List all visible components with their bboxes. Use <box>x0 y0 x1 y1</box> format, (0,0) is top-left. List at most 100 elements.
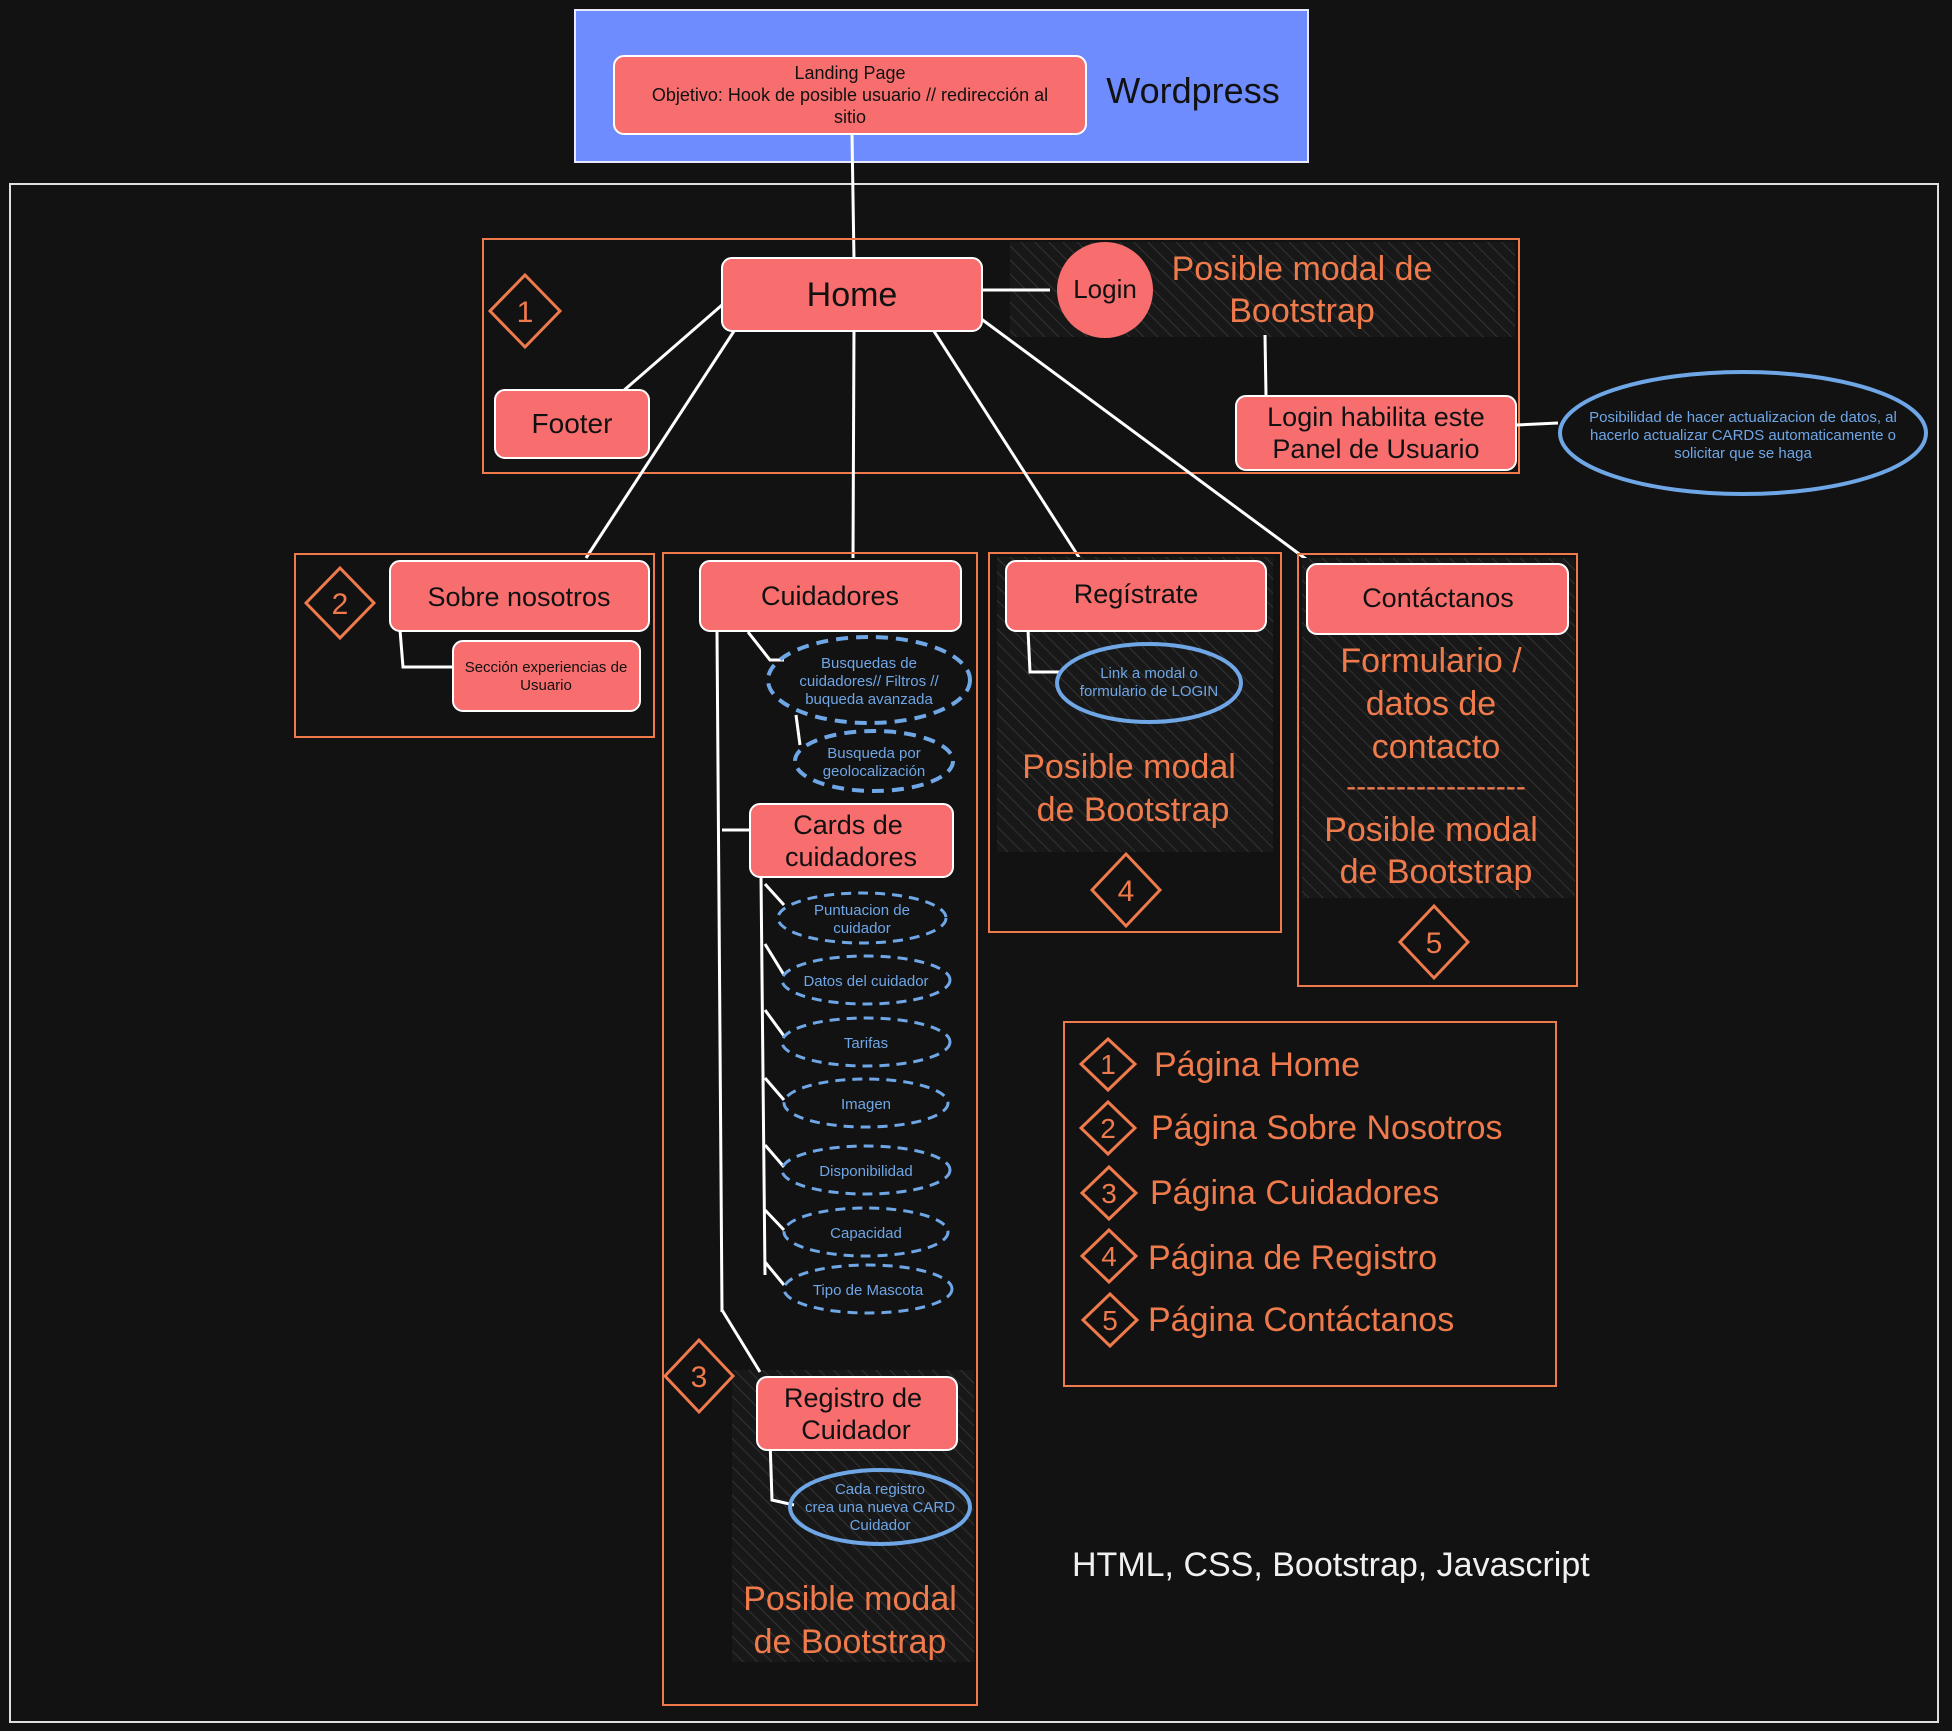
sobre-nosotros-node[interactable] <box>389 560 650 632</box>
legend-label: Página Contáctanos <box>1148 1301 1454 1339</box>
contact-divider: ------------------ <box>1346 770 1526 803</box>
home-label: Home <box>807 276 898 314</box>
experiencias-text-2: Usuario <box>520 677 572 694</box>
experiencias-text-1: Sección experiencias de <box>465 659 628 676</box>
card-fields: Puntuacion de cuidador Datos del cuidado… <box>776 891 954 1315</box>
contact-modal-text-1: Posible modal <box>1324 811 1538 849</box>
svg-text:1: 1 <box>517 296 534 329</box>
svg-text:2: 2 <box>332 588 349 621</box>
site-frame <box>9 183 1939 1723</box>
badge-1: 1 <box>487 272 563 350</box>
home-node[interactable] <box>721 257 983 332</box>
busquedas-note <box>766 635 972 725</box>
contactanos-label: Contáctanos <box>1362 583 1514 613</box>
legend-box <box>1063 1021 1557 1387</box>
badge-2: 2 <box>303 565 377 641</box>
contact-form-text-1: Formulario / <box>1340 642 1522 680</box>
login-label: Login <box>1073 274 1137 304</box>
cuidadores-connectors <box>715 631 802 1507</box>
cuidadores-label: Cuidadores <box>761 581 899 611</box>
registro-note <box>788 1468 972 1546</box>
registro-note-2: crea una nueva CARD <box>805 1499 955 1516</box>
user-panel-note-1: Posibilidad de hacer actualizacion de da… <box>1589 409 1897 426</box>
busquedas-text-2: cuidadores// Filtros // <box>799 673 939 690</box>
card-field-label: Imagen <box>841 1096 891 1113</box>
card-field <box>782 1206 950 1258</box>
section1-box <box>482 238 1520 474</box>
svg-text:3: 3 <box>691 1361 708 1394</box>
registro-note-1: Cada registro <box>835 1481 925 1498</box>
svg-text:5: 5 <box>1102 1305 1118 1336</box>
footer-label: Footer <box>532 408 613 439</box>
legend-label: Página Sobre Nosotros <box>1151 1109 1503 1147</box>
svg-text:1: 1 <box>1100 1049 1116 1080</box>
svg-text:4: 4 <box>1101 1241 1117 1272</box>
svg-text:2: 2 <box>1100 1113 1116 1144</box>
card-field <box>780 1144 952 1196</box>
registro-modal-text-2: de Bootstrap <box>754 1623 947 1661</box>
user-panel-text-1: Login habilita este <box>1267 402 1485 432</box>
login-link-text-1: Link a modal o <box>1100 665 1198 682</box>
geo-text-1: Busqueda por <box>827 745 920 762</box>
badge-3: 3 <box>662 1337 736 1415</box>
home-connectors <box>584 288 1559 564</box>
user-panel-node[interactable] <box>1235 395 1517 471</box>
contact-form-text-3: contacto <box>1372 728 1501 766</box>
cards-text-2: cuidadores <box>785 842 917 872</box>
busquedas-text-3: buqueda avanzada <box>805 691 933 708</box>
landing-page-node[interactable] <box>613 55 1087 135</box>
card-field <box>782 1263 954 1315</box>
section4-box <box>988 552 1282 933</box>
user-panel-note <box>1558 370 1928 496</box>
card-field <box>780 1016 952 1068</box>
geolocalizacion-note <box>793 729 955 793</box>
card-field-label: Disponibilidad <box>819 1163 912 1180</box>
legend-item-2: 2 Página Sobre Nosotros <box>1078 1099 1503 1157</box>
svg-text:5: 5 <box>1426 927 1443 960</box>
card-field <box>776 891 948 945</box>
legend-item-4: 4 Página de Registro <box>1079 1227 1437 1285</box>
login-modal-text-1: Posible modal de <box>1172 250 1433 288</box>
section2-box <box>294 553 655 738</box>
user-panel-note-3: solicitar que se haga <box>1674 445 1812 462</box>
legend-label: Página Cuidadores <box>1150 1174 1439 1212</box>
contactanos-node[interactable] <box>1306 563 1569 635</box>
registrate-modal-text-1: Posible modal <box>1022 748 1236 786</box>
badge-5: 5 <box>1397 903 1471 981</box>
experiencias-node[interactable] <box>452 640 641 712</box>
registro-text-1: Registro de <box>784 1383 922 1413</box>
landing-page-text-2: Objetivo: Hook de posible usuario // red… <box>652 85 1048 105</box>
legend-item-3: 3 Página Cuidadores <box>1079 1164 1439 1222</box>
registrate-node[interactable] <box>1005 560 1267 632</box>
legend-item-5: 5 Página Contáctanos <box>1080 1291 1454 1349</box>
card-field-label: Puntuacion de <box>814 902 910 919</box>
section3-box <box>662 552 978 1706</box>
svg-text:4: 4 <box>1118 875 1135 908</box>
login-node[interactable] <box>1057 242 1153 338</box>
footer-node[interactable] <box>494 389 650 459</box>
login-modal-text-2: Bootstrap <box>1229 292 1375 330</box>
user-panel-text-2: Panel de Usuario <box>1272 434 1479 464</box>
registro-text-2: Cuidador <box>801 1415 911 1445</box>
registro-note-3: Cuidador <box>850 1517 911 1534</box>
wordpress-block: Landing Page Objetivo: Hook de posible u… <box>574 9 1309 163</box>
cards-text-1: Cards de <box>793 810 903 840</box>
tech-stack: HTML, CSS, Bootstrap, Javascript <box>1072 1546 1590 1584</box>
card-field <box>780 954 952 1006</box>
registrate-modal-text-2: de Bootstrap <box>1037 791 1230 829</box>
card-field-label: Tarifas <box>844 1035 888 1052</box>
busquedas-text-1: Busquedas de <box>821 655 917 672</box>
cuidadores-node[interactable] <box>699 560 962 632</box>
geo-text-2: geolocalización <box>823 763 926 780</box>
wordpress-title: Wordpress <box>1106 70 1279 111</box>
cards-cuidadores-node[interactable] <box>749 803 954 878</box>
card-field-label: Tipo de Mascota <box>813 1282 924 1299</box>
sobre-nosotros-label: Sobre nosotros <box>427 582 610 612</box>
registro-cuidador-node[interactable] <box>756 1376 958 1451</box>
card-field-label: cuidador <box>833 920 891 937</box>
contact-modal-text-2: de Bootstrap <box>1340 853 1533 891</box>
card-field <box>782 1077 950 1129</box>
landing-page-text-1: Landing Page <box>794 63 905 83</box>
badge-4: 4 <box>1089 851 1163 929</box>
